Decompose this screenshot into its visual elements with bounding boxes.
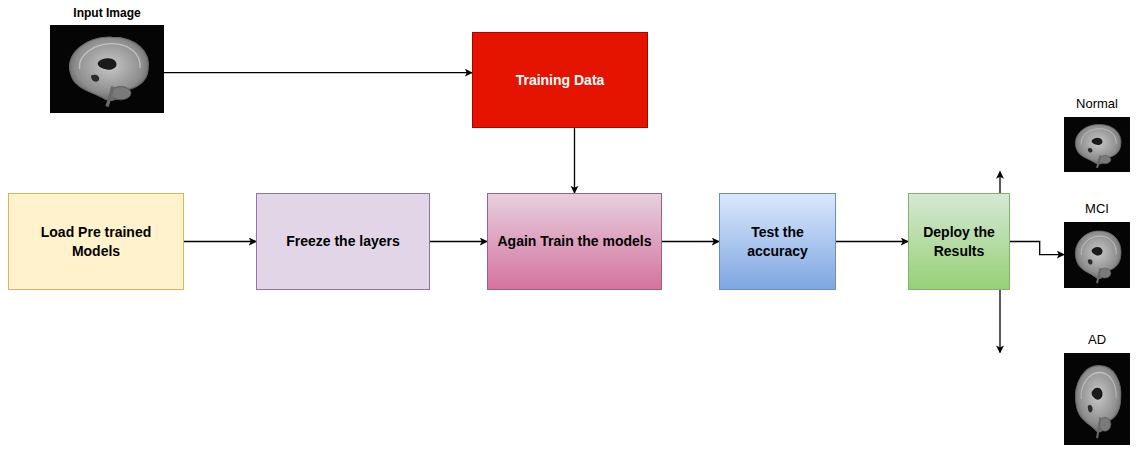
box-label: Deploy the Results <box>917 223 1001 259</box>
box-label: Test the accuracy <box>728 223 827 259</box>
process-box: Freeze the layers <box>256 193 430 290</box>
data-box: Training Data <box>472 32 648 128</box>
flow-arrow <box>164 72 472 73</box>
output-image: Normal <box>1064 96 1130 172</box>
process-box: Load Pre trained Models <box>8 193 184 290</box>
output-image: AD <box>1064 332 1130 445</box>
box-label: Load Pre trained Models <box>17 223 175 259</box>
image-heading: Normal <box>1076 96 1118 112</box>
image-heading: MCI <box>1085 201 1109 217</box>
process-box: Test the accuracy <box>719 193 836 290</box>
box-label: Training Data <box>516 71 605 89</box>
box-label: Again Train the models <box>497 232 651 250</box>
flow-arrow <box>999 290 1000 353</box>
flow-arrow <box>662 241 719 242</box>
flow-arrow <box>430 241 487 242</box>
flow-arrow <box>836 241 908 242</box>
input-image: Input Image <box>50 6 164 113</box>
box-label: Freeze the layers <box>286 232 400 250</box>
brain-scan-image <box>1064 353 1130 445</box>
flow-arrow <box>999 172 1000 193</box>
flow-arrow <box>574 128 575 193</box>
image-heading: AD <box>1088 332 1106 348</box>
brain-scan-image <box>1064 222 1130 288</box>
output-image: MCI <box>1064 201 1130 288</box>
flow-arrow <box>1010 242 1064 255</box>
brain-scan-image <box>1064 117 1130 172</box>
brain-scan-image <box>50 25 164 113</box>
process-box: Deploy the Results <box>908 193 1010 290</box>
flow-arrow <box>184 241 256 242</box>
process-box: Again Train the models <box>487 193 662 290</box>
image-heading: Input Image <box>73 6 140 20</box>
